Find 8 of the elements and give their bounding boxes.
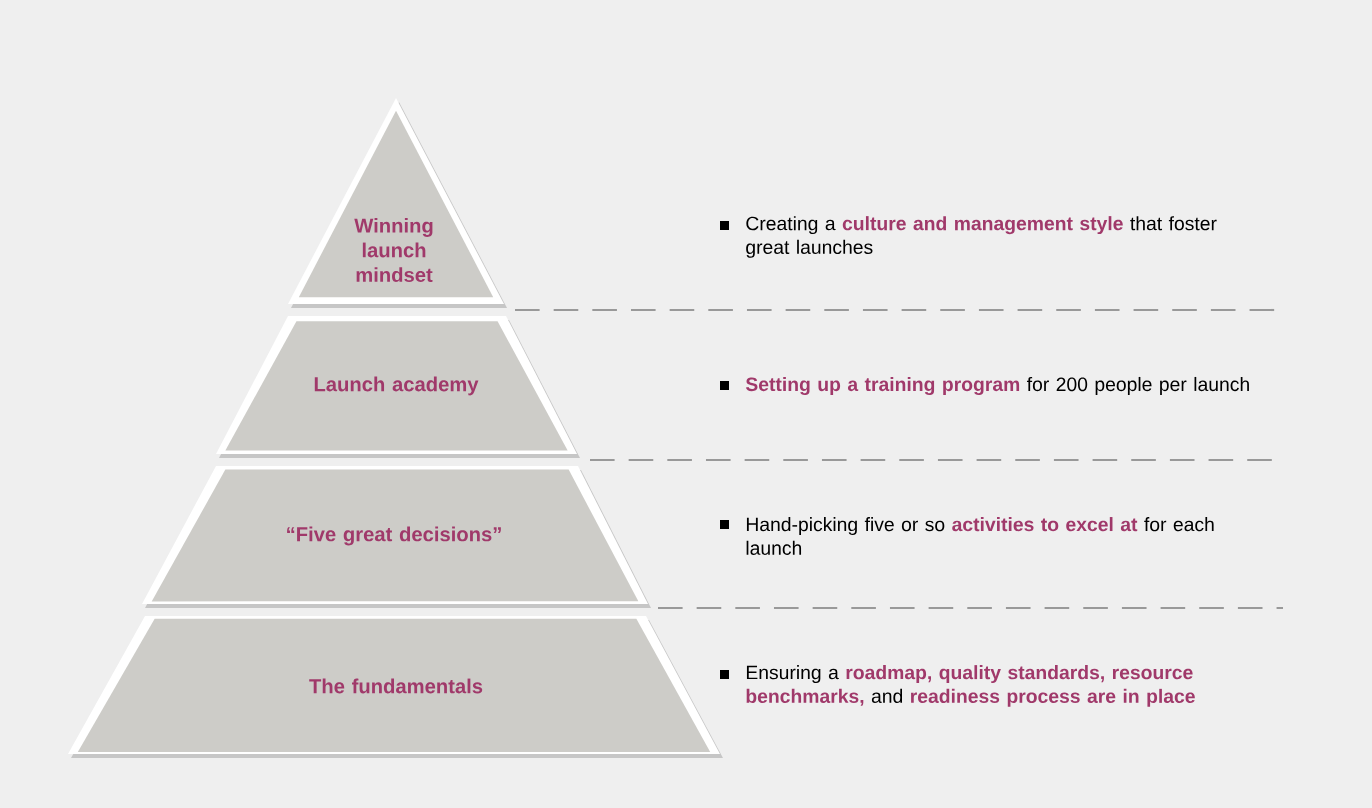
bullet-text: Hand-picking five or so activities to excel at for each launch [746, 517, 1214, 555]
pyramid-tier: Launch academy [216, 316, 580, 458]
bullet-text: Setting up a training program for 200 people per launch [745, 376, 1249, 396]
bullet-text: Creating a culture and management style that foster great launches [746, 216, 1217, 258]
pyramid-tier: “Five great decisions” [142, 466, 651, 608]
pyramid-tier: The fundamentals [68, 616, 723, 758]
bullet-text: Ensuring a roadmap, quality standards, resource benchmarks, and readiness process are in place [746, 665, 1195, 707]
pyramid-tier: Winning launch mindset [288, 98, 507, 308]
